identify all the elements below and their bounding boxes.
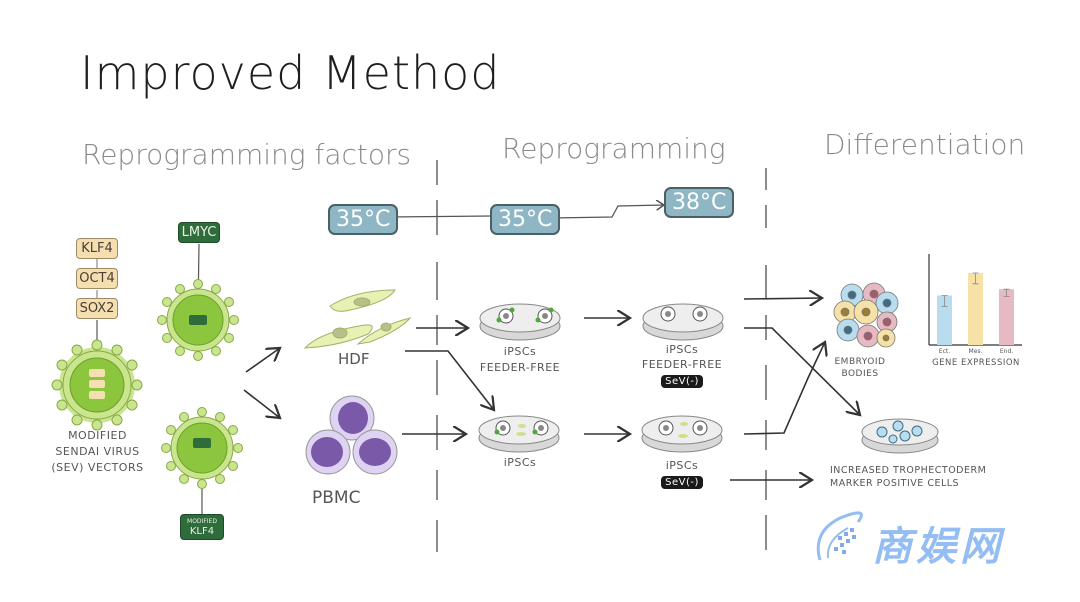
embryoid-bodies-label: EMBRYOID BODIES <box>820 356 900 380</box>
dish-ipsc <box>478 415 560 453</box>
dish2-label-line2: FEEDER-FREE <box>641 358 723 371</box>
vector-label-line3: (SeV) VECTORS <box>51 461 144 474</box>
arrow-hdf-to-dish3 <box>405 350 494 410</box>
dish1-label: iPSCs FEEDER-FREE <box>470 344 570 376</box>
chart-error-bar <box>1003 288 1010 297</box>
temperature-box-end: 38°C <box>664 187 735 218</box>
dish-ipsc-sev-negative <box>641 415 723 453</box>
vector-label: MODIFIED SENDAI VIRUS (SeV) VECTORS <box>40 428 155 476</box>
sev-negative-badge: SeV(-) <box>661 375 703 388</box>
page-title: Improved Method <box>80 46 501 100</box>
factor-modified-klf4: MODIFIED KLF4 <box>180 514 224 540</box>
arrow-to-pbmc <box>243 389 280 418</box>
virus-vector-klf4 <box>161 407 243 489</box>
dish1-label-line2: FEEDER-FREE <box>479 361 561 374</box>
sev-negative-badge: SeV(-) <box>661 476 703 489</box>
chart-tick-label: End. <box>1000 348 1013 355</box>
dish-ipsc-feeder-free-sev-negative <box>642 303 724 341</box>
temperature-box-start: 35°C <box>328 204 399 235</box>
dish4-label-line1: iPSCs <box>665 459 699 472</box>
factor-sox2: SOX2 <box>76 298 118 319</box>
hdf-label: HDF <box>338 350 370 368</box>
section-differentiation: Differentiation <box>824 128 1026 161</box>
chart-bar-mes <box>968 273 983 345</box>
watermark-text: 商娱网 <box>872 524 1004 570</box>
dish4-label: iPSCs SeV(-) <box>632 458 732 490</box>
factor-lmyc: LMYC <box>178 222 220 243</box>
temp-connector-2 <box>551 205 664 219</box>
embryoid-bodies-icon <box>833 282 899 348</box>
chart-tick-label: Ect. <box>939 348 950 355</box>
dish2-label-line1: iPSCs <box>665 343 699 356</box>
chart-tick-label: Mes. <box>969 348 983 355</box>
dish2-label: iPSCs FEEDER-FREE SeV(-) <box>632 342 732 389</box>
dish1-label-line1: iPSCs <box>503 345 537 358</box>
section-reprogramming: Reprogramming <box>502 132 726 165</box>
hdf-cells-icon <box>303 289 412 349</box>
arrow-to-hdf <box>245 348 280 373</box>
trophectoderm-label: INCREASED TROPHECTODERM MARKER POSITIVE … <box>830 464 1010 490</box>
chart-bar-ect <box>937 295 952 345</box>
factor-modified-klf4-line2: KLF4 <box>189 526 215 537</box>
embryoid-label-line2: BODIES <box>841 369 879 379</box>
arrow-dish2-to-trophectoderm <box>744 327 860 415</box>
trophectoderm-label-line1: INCREASED TROPHECTODERM <box>830 465 987 476</box>
virus-vector-main <box>51 339 143 431</box>
factor-oct4: OCT4 <box>76 268 118 289</box>
dish-trophectoderm <box>861 418 939 454</box>
gene-expression-chart: Ect. Mes. End. <box>928 254 1022 355</box>
factor-klf4: KLF4 <box>76 238 118 259</box>
pbmc-cells-icon <box>305 395 398 475</box>
factor-modified-klf4-line1: MODIFIED <box>187 518 217 525</box>
arrow-dish2-to-embryoid <box>743 298 822 299</box>
trophectoderm-label-line2: MARKER POSITIVE CELLS <box>830 478 960 489</box>
virus-vector-lmyc <box>157 279 239 361</box>
watermark-logo-icon <box>816 511 863 561</box>
embryoid-label-line1: EMBRYOID <box>834 357 886 367</box>
vector-label-line1: MODIFIED <box>68 429 127 442</box>
temperature-box-mid: 35°C <box>490 204 561 235</box>
temp-connector-1 <box>387 215 493 218</box>
section-reprogramming-factors: Reprogramming factors <box>82 138 412 171</box>
arrow-dish4-to-embryoid <box>743 342 825 435</box>
vector-label-line2: SENDAI VIRUS <box>55 445 140 458</box>
chart-bar-end <box>999 289 1014 345</box>
chart-error-bar <box>941 295 948 307</box>
dish3-label: iPSCs <box>503 456 537 469</box>
chart-xlabel: GENE EXPRESSION <box>932 358 1020 368</box>
pbmc-label: PBMC <box>312 488 361 508</box>
dish-ipsc-feeder-free <box>479 303 561 341</box>
chart-error-bar <box>972 272 979 285</box>
